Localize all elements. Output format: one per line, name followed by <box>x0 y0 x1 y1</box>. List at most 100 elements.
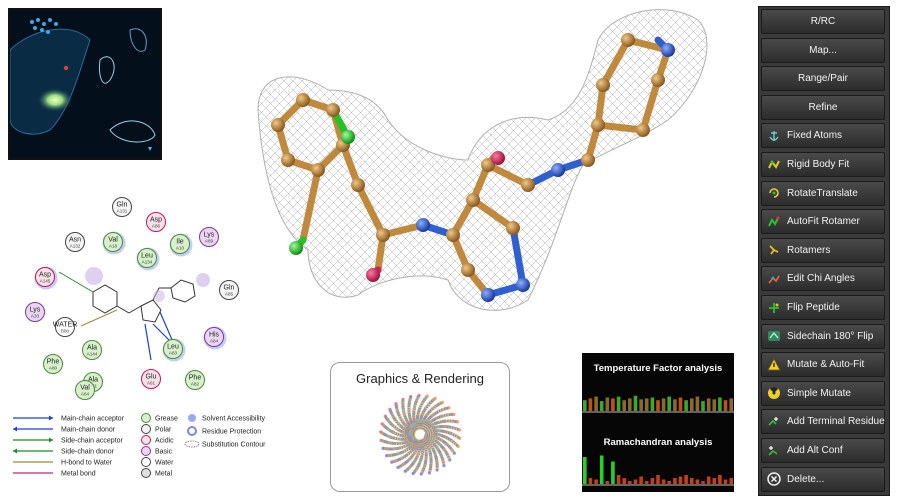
residue-number: A10 <box>176 246 185 251</box>
spiral-dot <box>452 412 456 416</box>
temperature-factor-bar[interactable] <box>583 400 587 411</box>
temperature-factor-bar[interactable] <box>690 398 694 411</box>
ramachandran-bar[interactable] <box>650 478 655 484</box>
menu-add-alt-conf-button[interactable]: Add Alt Conf <box>761 438 885 463</box>
ramachandran-bar[interactable] <box>588 478 593 484</box>
spiral-dot <box>448 458 452 462</box>
temperature-factor-bar[interactable] <box>712 399 717 411</box>
ramachandran-bar[interactable] <box>611 461 615 485</box>
temperature-factor-bar[interactable] <box>701 401 705 411</box>
menu-r-rc-button[interactable]: R/RC <box>761 9 885 34</box>
menu-range-pair-button[interactable]: Range/Pair <box>761 66 885 92</box>
temperature-factor-bar[interactable] <box>633 395 638 411</box>
ramachandran-bar[interactable] <box>605 481 610 484</box>
legend-residue-entry: Acidic <box>141 435 174 445</box>
graphics-rendering-card[interactable]: Graphics & Rendering <box>330 362 510 492</box>
temperature-factor-bar[interactable] <box>639 399 643 411</box>
residue-number: A18 <box>109 244 118 249</box>
ramachandran-bar[interactable] <box>712 478 717 484</box>
residue-name: Ala <box>87 345 97 352</box>
menu-rotatetranslate-button[interactable]: RotateTranslate <box>761 180 885 206</box>
menu-simple-mutate-button[interactable]: Simple Mutate <box>761 380 885 406</box>
temperature-factor-bar[interactable] <box>667 396 671 411</box>
ramachandran-bar[interactable] <box>622 478 626 484</box>
menu-refine-button[interactable]: Refine <box>761 94 885 120</box>
temperature-factor-bar[interactable] <box>622 400 626 411</box>
menu-sidechain-180-flip-button[interactable]: Sidechain 180° Flip <box>761 323 885 349</box>
ramachandran-bar[interactable] <box>628 481 632 484</box>
temperature-factor-bar[interactable] <box>684 400 688 411</box>
ramachandran-bar[interactable] <box>594 479 598 485</box>
ramachandran-bar[interactable] <box>706 476 711 485</box>
temperature-factor-bar[interactable] <box>650 397 655 412</box>
temperature-factor-bar[interactable] <box>718 397 722 412</box>
ramachandran-bar[interactable] <box>673 478 677 484</box>
ramachandran-bar[interactable] <box>690 478 694 484</box>
ramachandran-bar[interactable] <box>695 479 700 485</box>
ramachandran-bar[interactable] <box>656 475 660 484</box>
ramachandran-bar[interactable] <box>667 481 671 484</box>
temperature-factor-bar[interactable] <box>605 397 610 412</box>
temperature-factor-bar[interactable] <box>723 400 728 411</box>
temperature-factor-bar[interactable] <box>628 398 632 411</box>
ramachandran-chart[interactable] <box>582 449 734 492</box>
temperature-factor-chart[interactable] <box>582 377 734 417</box>
menu-rotamers-button[interactable]: Rotamers <box>761 237 885 263</box>
menu-edit-chi-angles-button[interactable]: Edit Chi Angles <box>761 266 885 292</box>
ramachandran-bar[interactable] <box>684 475 688 484</box>
menu-delete-button[interactable]: Delete... <box>761 466 885 492</box>
ramachandran-bar[interactable] <box>701 481 705 484</box>
temperature-factor-bar[interactable] <box>678 397 683 412</box>
temperature-factor-bar[interactable] <box>644 398 649 411</box>
residue-number: A82 <box>191 382 200 387</box>
menu-flip-peptide-button[interactable]: Flip Peptide <box>761 295 885 320</box>
residue-name: Ile <box>176 239 184 246</box>
molecule-viewport[interactable] <box>248 0 718 330</box>
temperature-factor-bar[interactable] <box>616 396 621 411</box>
molecule-render[interactable] <box>248 0 718 330</box>
ramachandran-bar[interactable] <box>633 479 638 485</box>
menu-rigid-body-fit-button[interactable]: Rigid Body Fit <box>761 152 885 177</box>
menu-map-button[interactable]: Map... <box>761 37 885 63</box>
ramachandran-bar[interactable] <box>718 475 722 484</box>
temperature-factor-bar[interactable] <box>695 396 700 411</box>
ramachandran-bar[interactable] <box>644 481 649 484</box>
warning-triangle-icon <box>767 357 781 372</box>
ramachandran-bar[interactable] <box>729 478 733 484</box>
ramachandran-bar[interactable] <box>723 479 728 485</box>
legend-bond-entry: Side-chain acceptor <box>13 437 124 445</box>
legend-bond-label: Main-chain donor <box>61 427 116 434</box>
temperature-factor-bar[interactable] <box>706 398 711 411</box>
temperature-factor-bar[interactable] <box>611 398 615 411</box>
residue-number: B80 <box>61 329 70 334</box>
temperature-factor-bar[interactable] <box>599 401 604 411</box>
menu-autofit-rotamer-button[interactable]: AutoFit Rotamer <box>761 209 885 235</box>
temperature-factor-bar[interactable] <box>729 398 733 411</box>
spiral-dot <box>385 454 389 458</box>
temperature-factor-bar[interactable] <box>594 396 598 411</box>
ramachandran-bar[interactable] <box>639 476 643 485</box>
menu-add-terminal-residue-button[interactable]: Add Terminal Residue <box>761 409 885 435</box>
temperature-factor-bar[interactable] <box>673 399 677 411</box>
spiral-dot <box>379 430 383 434</box>
legend-bond-entry: Metal bond <box>13 471 96 478</box>
spiral-dot <box>380 422 384 426</box>
residue-name: Phe <box>47 359 60 366</box>
ramachandran-bar[interactable] <box>599 455 604 485</box>
ramachandran-bar[interactable] <box>661 479 666 485</box>
ramachandran-bar[interactable] <box>678 476 683 485</box>
temperature-factor-bar[interactable] <box>656 400 660 411</box>
temperature-factor-bar[interactable] <box>661 398 666 411</box>
ramachandran-bar[interactable] <box>583 457 587 484</box>
menu-mutate-auto-fit-button[interactable]: Mutate & Auto-Fit <box>761 352 885 378</box>
temperature-factor-bar[interactable] <box>588 398 593 411</box>
legend-bond-entry: Main-chain acceptor <box>13 415 125 423</box>
ramachandran-bar[interactable] <box>616 475 621 484</box>
menu-fixed-atoms-button[interactable]: Fixed Atoms <box>761 123 885 149</box>
validation-analysis-panel[interactable]: Temperature Factor analysis Ramachandran… <box>582 353 734 492</box>
spiral-dot <box>427 471 431 475</box>
